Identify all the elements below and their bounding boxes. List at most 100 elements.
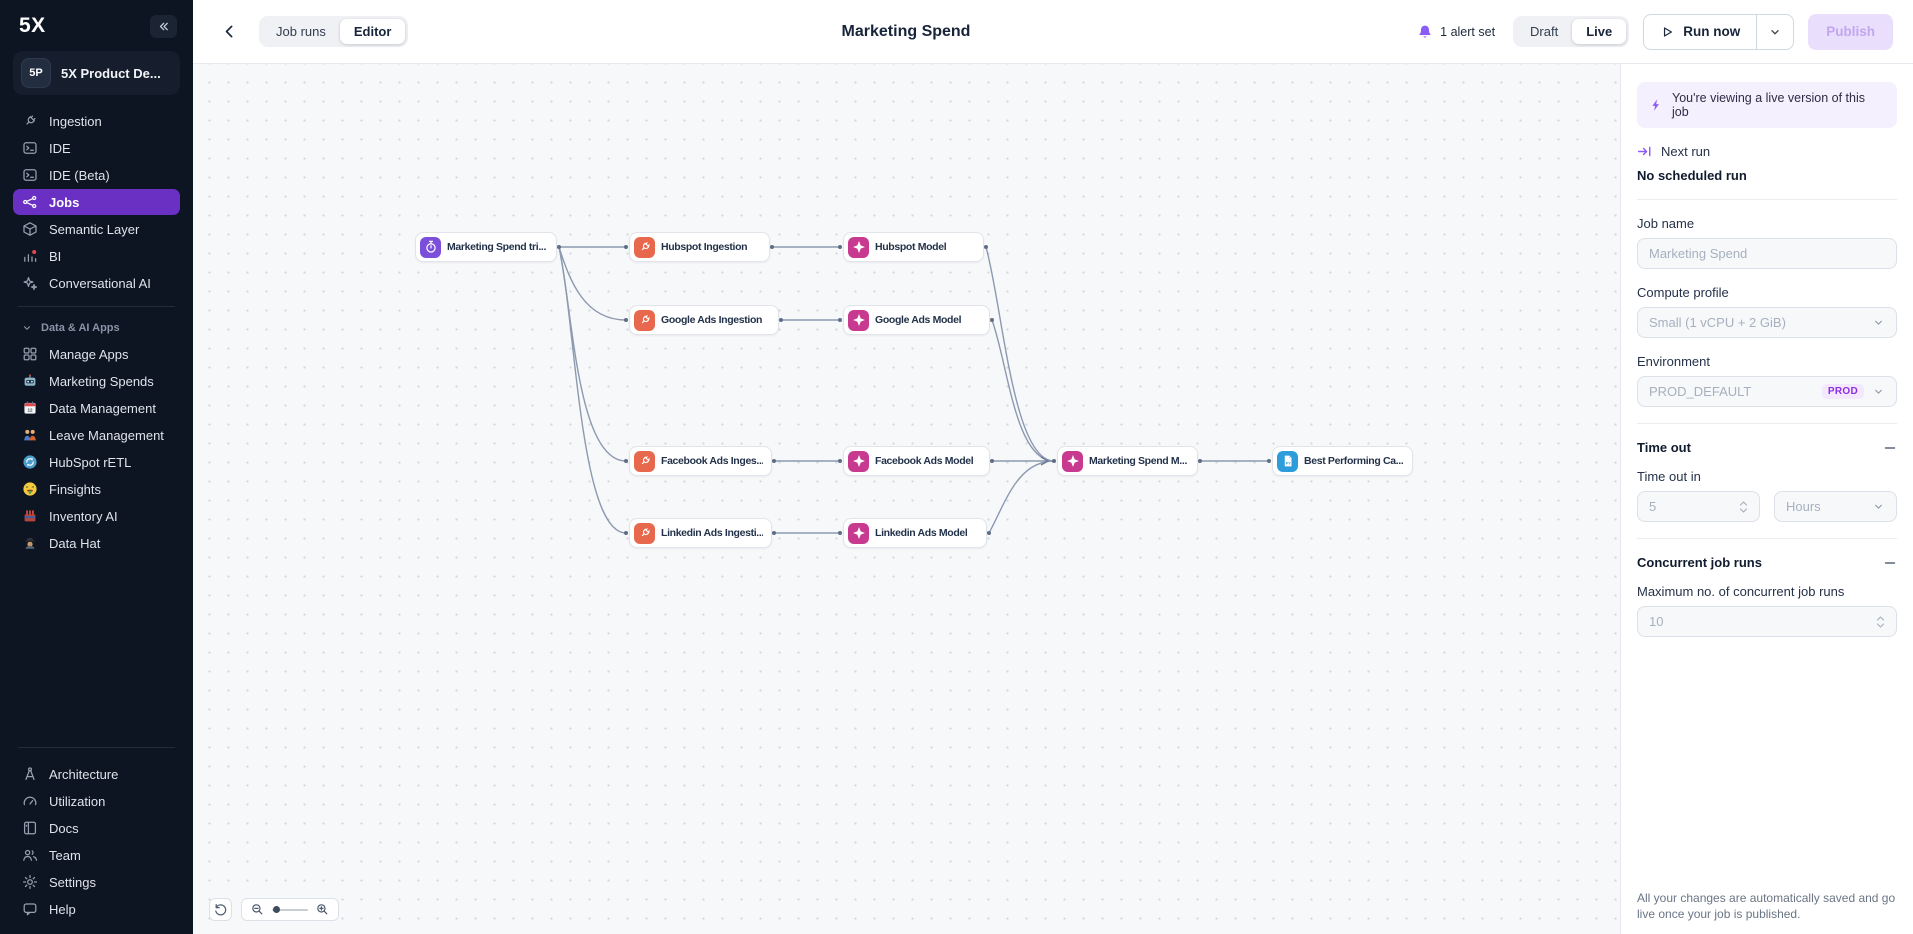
sidebar-item-docs[interactable]: Docs bbox=[13, 815, 180, 841]
apps-section-header[interactable]: Data & AI Apps bbox=[13, 317, 180, 339]
node-linkedin-ads-model[interactable]: Linkedin Ads Model bbox=[843, 518, 987, 548]
sidebar-item-conversational-ai[interactable]: Conversational AI bbox=[13, 270, 180, 296]
prod-badge: PROD bbox=[1821, 384, 1864, 399]
node-google-ads-model[interactable]: Google Ads Model bbox=[843, 305, 990, 335]
zoom-out-icon[interactable] bbox=[251, 903, 264, 916]
divider bbox=[1637, 199, 1897, 200]
publish-button[interactable]: Publish bbox=[1808, 13, 1893, 50]
stepper-arrows-icon[interactable] bbox=[1739, 500, 1748, 514]
plug-icon bbox=[634, 450, 655, 472]
node-hubspot-ingestion[interactable]: Hubspot Ingestion bbox=[629, 232, 770, 262]
sidebar-item-utilization[interactable]: Utilization bbox=[13, 788, 180, 814]
zoom-slider[interactable] bbox=[272, 906, 308, 913]
job-name-input[interactable]: Marketing Spend bbox=[1637, 238, 1897, 269]
play-icon bbox=[1660, 25, 1674, 39]
grid-icon bbox=[22, 346, 38, 362]
dbt-icon bbox=[848, 309, 869, 331]
timeout-unit-select[interactable]: Hours bbox=[1774, 491, 1897, 522]
sidebar-item-label: Help bbox=[49, 901, 76, 917]
sidebar-item-finsights[interactable]: Finsights bbox=[13, 476, 180, 502]
node-facebook-ads-model[interactable]: Facebook Ads Model bbox=[843, 446, 990, 476]
sidebar-item-data-management[interactable]: 12 Data Management bbox=[13, 395, 180, 421]
svg-text:PY: PY bbox=[1285, 461, 1291, 465]
compute-profile-select[interactable]: Small (1 vCPU + 2 GiB) bbox=[1637, 307, 1897, 338]
node-label: Hubspot Ingestion bbox=[661, 241, 748, 253]
sidebar-item-semantic-layer[interactable]: Semantic Layer bbox=[13, 216, 180, 242]
sidebar-item-settings[interactable]: Settings bbox=[13, 869, 180, 895]
bell-icon bbox=[1417, 24, 1433, 40]
node-linkedin-ads-ingestion[interactable]: Linkedin Ads Ingesti... bbox=[629, 518, 772, 548]
dbt-icon bbox=[848, 450, 869, 472]
cube-icon bbox=[22, 221, 38, 237]
node-label: Marketing Spend M... bbox=[1089, 455, 1188, 467]
alert-set-indicator[interactable]: 1 alert set bbox=[1417, 24, 1495, 40]
sidebar-item-label: Semantic Layer bbox=[49, 221, 140, 237]
node-best-performing-campaign[interactable]: PY Best Performing Ca... bbox=[1272, 446, 1413, 476]
reset-view-button[interactable] bbox=[209, 898, 232, 921]
sidebar-item-jobs[interactable]: Jobs bbox=[13, 189, 180, 215]
compute-profile-label: Compute profile bbox=[1637, 285, 1729, 300]
sidebar-item-marketing-spends[interactable]: Marketing Spends bbox=[13, 368, 180, 394]
chevron-down-icon bbox=[1872, 385, 1885, 398]
sidebar-item-help[interactable]: Help bbox=[13, 896, 180, 922]
node-trigger[interactable]: Marketing Spend tri... bbox=[415, 232, 557, 262]
toggle-live[interactable]: Live bbox=[1572, 19, 1627, 44]
compute-profile-value: Small (1 vCPU + 2 GiB) bbox=[1649, 315, 1786, 330]
book-icon bbox=[22, 820, 38, 836]
view-toggle: Job runs Editor bbox=[259, 16, 409, 47]
sidebar-item-label: Data Hat bbox=[49, 535, 101, 551]
collapse-minus-icon[interactable] bbox=[1883, 556, 1897, 570]
node-label: Facebook Ads Inges... bbox=[661, 455, 763, 467]
node-label: Linkedin Ads Model bbox=[875, 527, 968, 539]
sidebar: 5X 5P 5X Product De... Ingestion IDE IDE… bbox=[0, 0, 193, 934]
run-now-button[interactable]: Run now bbox=[1644, 15, 1756, 49]
zoom-in-icon[interactable] bbox=[316, 903, 329, 916]
environment-select[interactable]: PROD_DEFAULT PROD bbox=[1637, 376, 1897, 407]
node-hubspot-model[interactable]: Hubspot Model bbox=[843, 232, 984, 262]
sidebar-item-bi[interactable]: BI bbox=[13, 243, 180, 269]
sidebar-item-ide[interactable]: IDE bbox=[13, 135, 180, 161]
max-concurrent-stepper[interactable]: 10 bbox=[1637, 606, 1897, 637]
node-google-ads-ingestion[interactable]: Google Ads Ingestion bbox=[629, 305, 779, 335]
dag-canvas[interactable]: Marketing Spend tri... Hubspot Ingestion… bbox=[193, 64, 1620, 934]
chevron-left-icon bbox=[221, 23, 238, 40]
job-name-value: Marketing Spend bbox=[1649, 246, 1748, 261]
node-marketing-spend-model[interactable]: Marketing Spend M... bbox=[1057, 446, 1198, 476]
autosave-note: All your changes are automatically saved… bbox=[1637, 890, 1896, 921]
sidebar-item-architecture[interactable]: Architecture bbox=[13, 761, 180, 787]
plug-icon bbox=[634, 309, 655, 331]
sidebar-item-data-hat[interactable]: Data Hat bbox=[13, 530, 180, 556]
run-options-button[interactable] bbox=[1756, 14, 1793, 49]
sidebar-item-label: Architecture bbox=[49, 766, 119, 782]
robot-icon bbox=[22, 373, 38, 389]
collapse-minus-icon[interactable] bbox=[1883, 441, 1897, 455]
terminal-icon bbox=[22, 167, 38, 183]
sidebar-item-leave-management[interactable]: Leave Management bbox=[13, 422, 180, 448]
zoom-control bbox=[241, 898, 339, 921]
environment-label: Environment bbox=[1637, 354, 1710, 369]
sparkles-icon bbox=[22, 275, 38, 291]
timeout-value-stepper[interactable]: 5 bbox=[1637, 491, 1760, 522]
timeout-value: 5 bbox=[1649, 499, 1657, 514]
concurrent-title: Concurrent job runs bbox=[1637, 555, 1762, 570]
compass-icon bbox=[22, 766, 38, 782]
max-concurrent-value: 10 bbox=[1649, 614, 1664, 629]
sidebar-collapse-button[interactable] bbox=[150, 14, 177, 38]
sidebar-item-inventory-ai[interactable]: Inventory AI bbox=[13, 503, 180, 529]
sidebar-footer: Architecture Utilization Docs Team Setti… bbox=[13, 737, 180, 922]
zoom-slider-knob[interactable] bbox=[273, 906, 280, 913]
sidebar-item-label: Inventory AI bbox=[49, 508, 118, 524]
stepper-arrows-icon[interactable] bbox=[1876, 615, 1885, 629]
sidebar-item-manage-apps[interactable]: Manage Apps bbox=[13, 341, 180, 367]
job-settings-panel: You're viewing a live version of this jo… bbox=[1620, 64, 1913, 934]
tab-job-runs[interactable]: Job runs bbox=[276, 24, 326, 39]
sidebar-item-ingestion[interactable]: Ingestion bbox=[13, 108, 180, 134]
tab-editor[interactable]: Editor bbox=[339, 19, 406, 44]
toggle-draft[interactable]: Draft bbox=[1530, 24, 1559, 39]
back-button[interactable] bbox=[215, 18, 243, 46]
node-facebook-ads-ingestion[interactable]: Facebook Ads Inges... bbox=[629, 446, 772, 476]
sidebar-item-hubspot-retl[interactable]: HubSpot rETL bbox=[13, 449, 180, 475]
sidebar-item-team[interactable]: Team bbox=[13, 842, 180, 868]
sidebar-item-ide-beta[interactable]: IDE (Beta) bbox=[13, 162, 180, 188]
workspace-switcher[interactable]: 5P 5X Product De... bbox=[13, 51, 180, 95]
